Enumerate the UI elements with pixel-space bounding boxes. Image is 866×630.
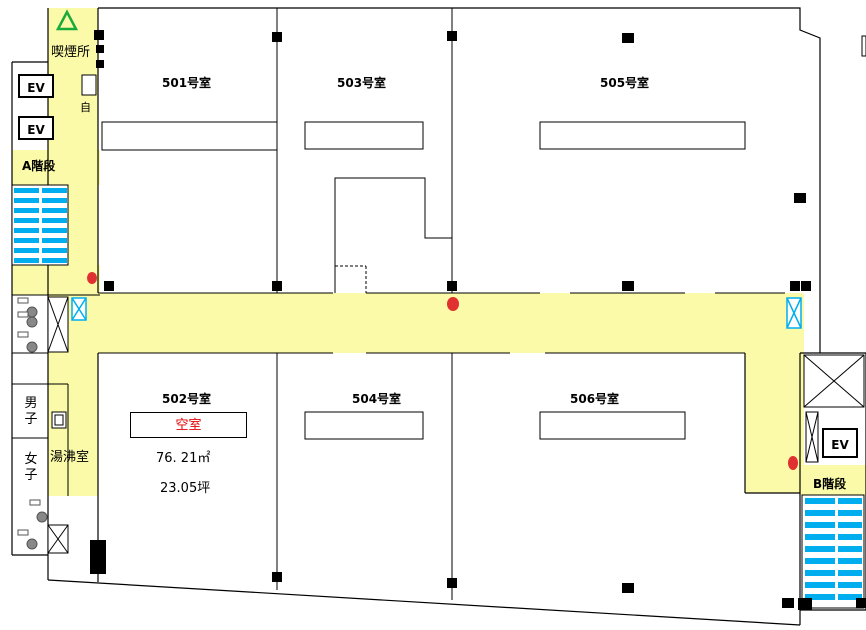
shaft-x-icon — [47, 296, 865, 554]
room-502-status-badge: 空室 — [130, 412, 247, 438]
vending-label: 自 — [80, 101, 91, 114]
womens-room-label: 女子 — [24, 452, 38, 483]
service-core — [12, 74, 100, 496]
stairs-a — [11, 184, 69, 266]
edge-mark — [861, 35, 866, 57]
stairs-b — [801, 494, 865, 609]
building-outline — [11, 7, 866, 626]
mens-room-label: 男子 — [24, 396, 38, 427]
room-503-label[interactable]: 503号室 — [337, 76, 387, 90]
room-502-area: 76. 21㎡ — [156, 451, 211, 466]
column-square-icon — [90, 30, 866, 610]
room-502-label[interactable]: 502号室 — [162, 392, 212, 406]
toilet-icon — [17, 297, 48, 550]
room-501-label[interactable]: 501号室 — [162, 76, 212, 90]
room-status-boxes — [304, 121, 746, 440]
room-505-label[interactable]: 505号室 — [600, 76, 650, 90]
stairs-b-label: B階段 — [813, 477, 847, 491]
elevator-2: EV — [18, 116, 54, 140]
room-partitions — [98, 8, 785, 600]
triangle-icon — [55, 9, 79, 31]
fire-extinguisher-icon — [87, 272, 798, 470]
room-506-label[interactable]: 506号室 — [570, 392, 620, 406]
kitchen-label: 湯沸室 — [50, 450, 90, 465]
stairs-a-label: A階段 — [22, 159, 56, 173]
smoking-area-label: 喫煙所 — [51, 45, 91, 60]
elevator-1: EV — [18, 74, 54, 98]
room-504-label[interactable]: 504号室 — [352, 392, 402, 406]
hatch-icon — [71, 297, 802, 329]
room-502-tsubo: 23.05坪 — [160, 481, 211, 496]
elevator-3: EV — [822, 428, 858, 458]
